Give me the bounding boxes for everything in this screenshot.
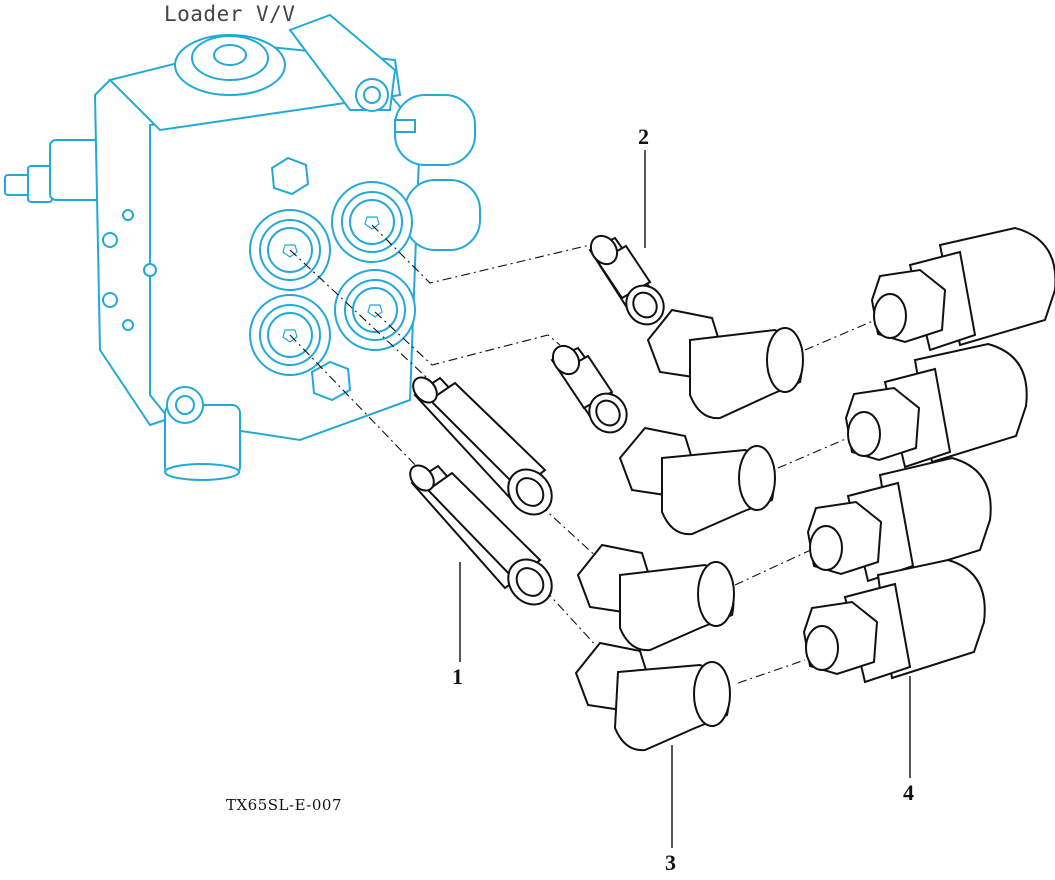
hose-cap-3 <box>806 456 992 583</box>
hose-cap-2 <box>844 342 1028 469</box>
drawing-code: TX65SL-E-007 <box>226 796 343 814</box>
short-adapter-lower <box>550 344 628 434</box>
elbow-fitting-1 <box>646 308 804 420</box>
straight-adapter-lower <box>409 464 553 606</box>
centerlines <box>289 224 881 684</box>
leader-lines <box>459 150 911 848</box>
loader-valve-body <box>4 13 481 481</box>
callout-4: 4 <box>903 780 914 805</box>
elbow-fitting-4 <box>574 641 731 752</box>
elbow-fitting-2 <box>618 426 776 536</box>
hose-cap-1 <box>870 226 1055 352</box>
callout-1: 1 <box>452 664 463 689</box>
short-adapter-upper <box>588 234 665 326</box>
hose-cap-4 <box>802 558 986 684</box>
straight-adapter-upper <box>412 376 553 516</box>
callout-3: 3 <box>665 850 676 875</box>
elbow-fitting-3 <box>576 543 735 652</box>
diagram-title: Loader V/V <box>164 2 296 26</box>
callout-2: 2 <box>638 124 649 149</box>
